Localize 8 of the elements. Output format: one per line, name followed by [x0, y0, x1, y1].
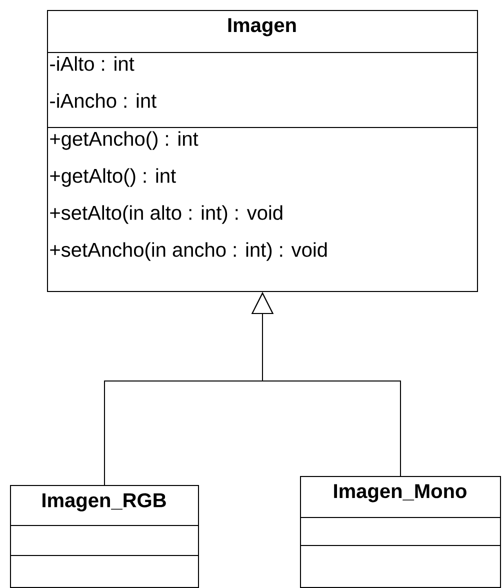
class-compartment	[10, 525, 199, 556]
class-compartment: -iAlto : int -iAncho : int	[47, 52, 478, 128]
class-compartment: +getAncho() : int +getAlto() : int +setAlto(in alto : int) : void +setAncho(in ancho : int) : void	[47, 127, 478, 292]
class-compartment	[10, 555, 199, 588]
class-box: Imagen_Mono	[300, 476, 501, 588]
class-box: Imagen_RGB	[10, 485, 199, 588]
class-compartment	[300, 517, 501, 546]
class-compartment	[300, 545, 501, 588]
